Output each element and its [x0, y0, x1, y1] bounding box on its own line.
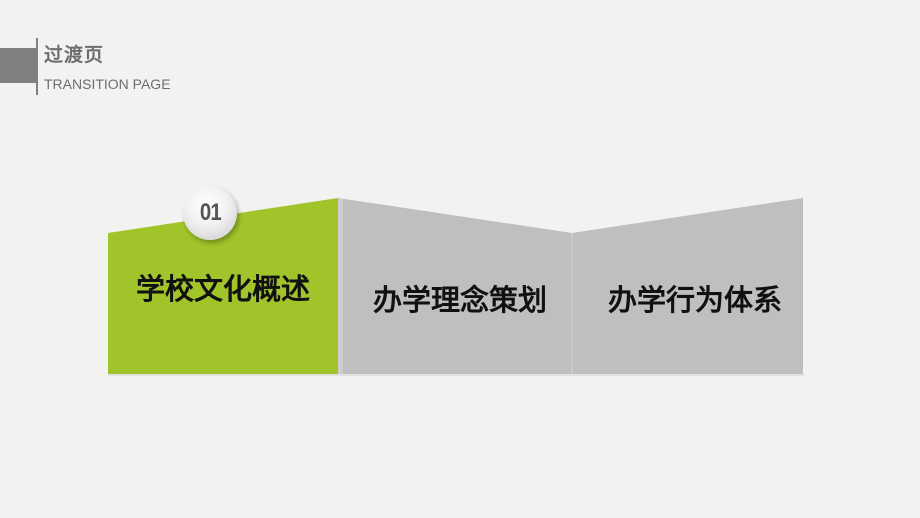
- panel-fold-strip: [338, 198, 343, 374]
- panel-2-shape[interactable]: [338, 198, 572, 374]
- page-title: 过渡页: [44, 44, 105, 66]
- header-divider-line: [36, 38, 38, 95]
- section-label-2[interactable]: 办学理念策划: [372, 283, 547, 317]
- header-accent-block: [0, 48, 36, 83]
- section-label-1[interactable]: 学校文化概述: [135, 272, 310, 306]
- panel-3-shape[interactable]: [572, 198, 803, 374]
- panels-shadow: [108, 374, 804, 376]
- panel-1-shape[interactable]: [108, 198, 338, 374]
- badge-number: 01: [199, 199, 221, 226]
- section-label-3[interactable]: 办学行为体系: [607, 283, 782, 317]
- page-subtitle: TRANSITION PAGE: [44, 76, 171, 92]
- section-number-badge: 01: [183, 186, 237, 240]
